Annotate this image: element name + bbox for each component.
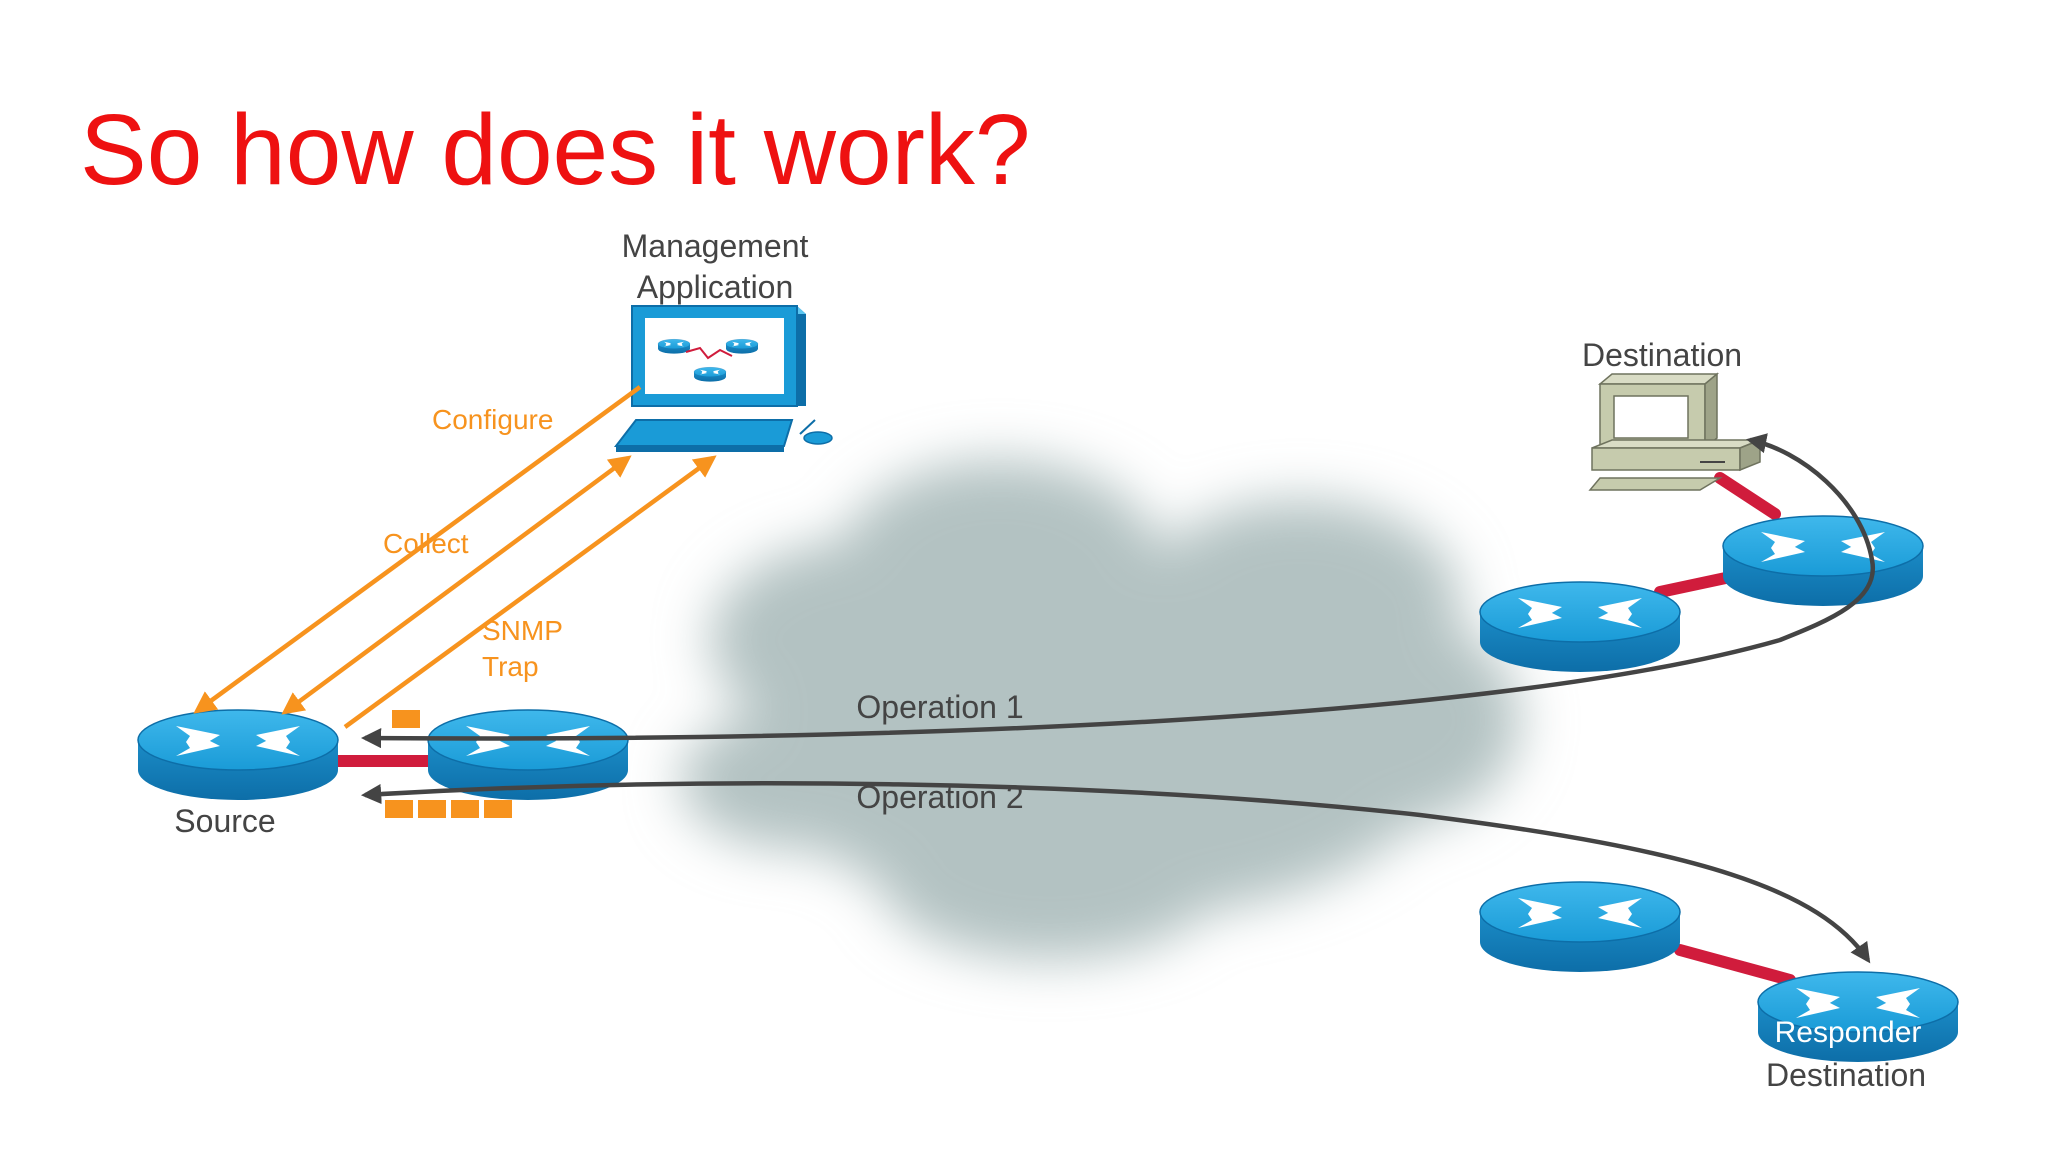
snmp-trap-label-line2: Trap (482, 651, 539, 682)
destination-label-bottom: Destination (1766, 1057, 1926, 1093)
collect-label: Collect (383, 528, 469, 559)
workstation-icon (1588, 372, 1761, 491)
router-icon (137, 709, 339, 801)
operation-1-label: Operation 1 (856, 689, 1023, 725)
router-icon (1479, 881, 1681, 973)
snmp-trap-arrow (343, 455, 717, 729)
link-router-destination (1714, 472, 1781, 520)
slide-title: So how does it work? (80, 94, 1031, 206)
computer-icon (613, 305, 833, 452)
link-router-responder (1674, 944, 1796, 986)
operation-1-path (360, 433, 1876, 749)
management-label-line2: Application (637, 269, 794, 305)
cloud-icon (680, 460, 1520, 960)
operation-2-label: Operation 2 (856, 779, 1023, 815)
snmp-trap-label-line1: SNMP (482, 615, 563, 646)
responder-label: Responder (1775, 1016, 1922, 1049)
source-label: Source (174, 803, 275, 839)
operation-2-path (360, 781, 1871, 964)
management-label-line1: Management (622, 228, 809, 264)
router-icon (1722, 515, 1924, 607)
collect-arrow (281, 455, 632, 715)
destination-label-top: Destination (1582, 337, 1742, 373)
configure-label: Configure (432, 404, 553, 435)
router-icon (1479, 581, 1681, 673)
